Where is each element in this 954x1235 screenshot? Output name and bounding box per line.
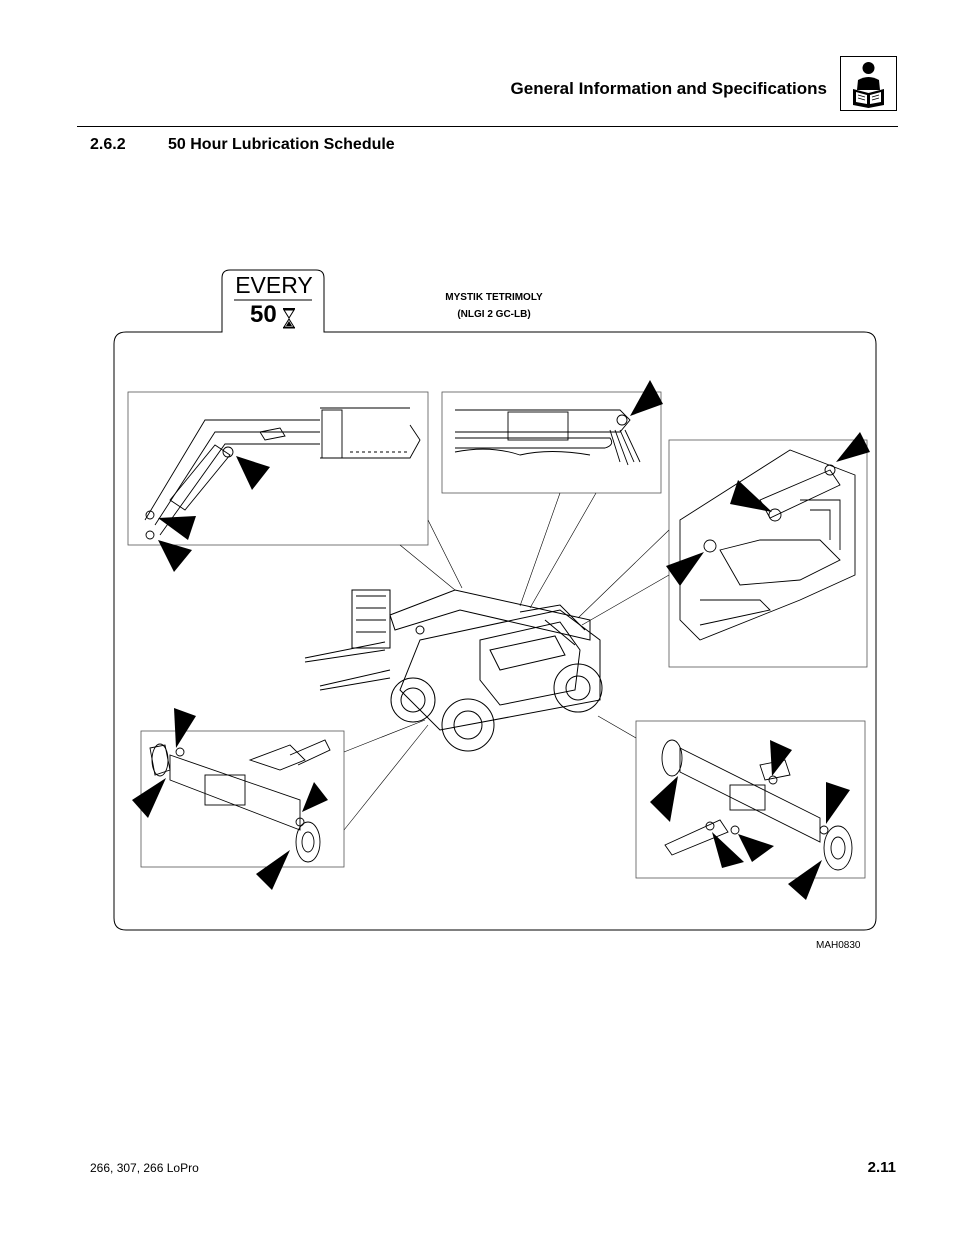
read-manual-icon	[840, 56, 897, 111]
interval-label: EVERY	[235, 272, 313, 298]
section-title: 50 Hour Lubrication Schedule	[168, 136, 395, 153]
telehandler-drawing	[304, 589, 603, 752]
header-title: General Information and Specifications	[510, 79, 827, 98]
frame-pivot-drawing	[679, 449, 856, 641]
front-axle-drawing	[149, 739, 331, 863]
header-rule	[77, 126, 898, 127]
figure-code: MAH0830	[816, 940, 861, 951]
interval-hours: 50	[250, 301, 277, 328]
grease-point-arrows	[158, 456, 270, 572]
boom-pivot-panel	[127, 391, 429, 546]
section-heading: 2.6.2 50 Hour Lubrication Schedule	[90, 136, 395, 154]
lubricant-name: MYSTIK TETRIMOLY	[445, 292, 543, 303]
lubricant-grade: (NLGI 2 GC-LB)	[457, 309, 531, 320]
boom-head-panel	[441, 391, 662, 494]
page-number: 2.11	[867, 1159, 896, 1176]
boom-pivot-drawing	[144, 407, 421, 540]
footer-models: 266, 307, 266 LoPro	[90, 1161, 199, 1175]
hourglass-icon	[283, 308, 295, 329]
section-number: 2.6.2	[90, 136, 126, 153]
frame-pivot-panel	[668, 439, 868, 668]
figure-frame	[113, 269, 877, 931]
rear-axle-panel	[635, 720, 866, 879]
boom-head-drawing	[454, 409, 641, 466]
